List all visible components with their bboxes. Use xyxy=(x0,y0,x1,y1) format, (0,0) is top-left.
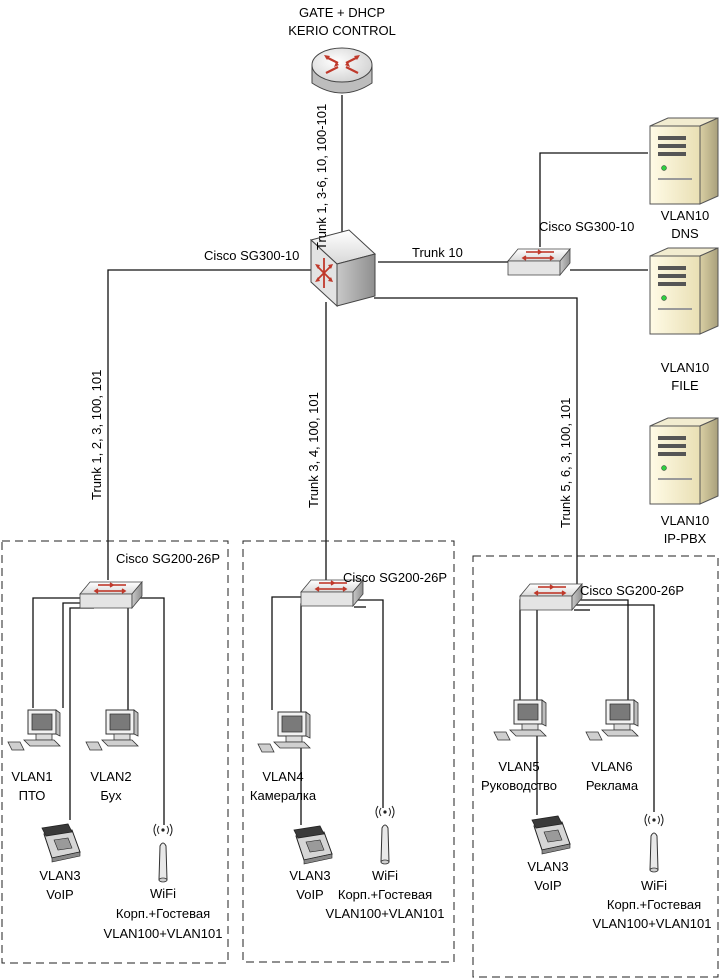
pc-vlan1-vlan: VLAN1 xyxy=(11,769,52,784)
wifi-left-l2: Корп.+Гостевая xyxy=(116,906,210,921)
group-box-right xyxy=(472,555,719,978)
pc-vlan4-vlan: VLAN4 xyxy=(262,769,303,784)
phone-icon-right[interactable] xyxy=(531,815,571,855)
wifi-middle-l2: Корп.+Гостевая xyxy=(338,887,432,902)
link-core-left xyxy=(107,269,312,580)
core-switch-label: Cisco SG300-10 xyxy=(204,248,299,263)
group-boxes xyxy=(1,540,719,978)
server-switch[interactable] xyxy=(507,248,571,276)
phone-middle-vlan: VLAN3 xyxy=(289,868,330,883)
group-box-left xyxy=(1,540,229,964)
wifi-middle-l3: VLAN100+VLAN101 xyxy=(326,906,445,921)
pc-icon-vlan5[interactable] xyxy=(493,699,547,741)
pc-vlan1-name: ПТО xyxy=(19,788,46,803)
pc-vlan2-vlan: VLAN2 xyxy=(90,769,131,784)
link-label-core-server: Trunk 10 xyxy=(412,245,463,260)
phone-icon-middle[interactable] xyxy=(293,825,333,865)
server-dns[interactable] xyxy=(649,117,719,205)
pc-icon-vlan4[interactable] xyxy=(257,711,311,753)
phone-left-name: VoIP xyxy=(46,887,73,902)
pc-icon-vlan6[interactable] xyxy=(585,699,639,741)
access-switch-left-label: Cisco SG200-26P xyxy=(116,551,220,566)
wifi-left-l1: WiFi xyxy=(150,886,176,901)
wifi-right-l1: WiFi xyxy=(641,878,667,893)
wifi-ap-icon-middle[interactable] xyxy=(375,805,395,865)
phone-icon-left[interactable] xyxy=(41,823,81,863)
phone-left-vlan: VLAN3 xyxy=(39,868,80,883)
link-label-core-middle: Trunk 3, 4, 100, 101 xyxy=(306,392,321,508)
phone-middle-name: VoIP xyxy=(296,887,323,902)
core-switch[interactable] xyxy=(309,229,377,308)
pc-vlan2-name: Бух xyxy=(100,788,122,803)
group-box-middle xyxy=(242,540,455,963)
pc-vlan6-vlan: VLAN6 xyxy=(591,759,632,774)
pc-icon-vlan1[interactable] xyxy=(7,709,61,751)
wifi-ap-icon-left[interactable] xyxy=(153,823,173,883)
pc-vlan5-vlan: VLAN5 xyxy=(498,759,539,774)
pc-vlan4-name: Камералка xyxy=(250,788,317,803)
pc-vlan5-name: Руководство xyxy=(481,778,557,793)
server-dns-vlan: VLAN10 xyxy=(661,208,709,223)
server-ip-pbx-name: IP-PBX xyxy=(664,531,707,546)
phone-right-name: VoIP xyxy=(534,878,561,893)
wifi-right-l2: Корп.+Гостевая xyxy=(607,897,701,912)
access-switch-left[interactable] xyxy=(79,581,143,609)
pc-icon-vlan2[interactable] xyxy=(85,709,139,751)
router-label-line2: KERIO CONTROL xyxy=(288,23,396,38)
server-switch-label: Cisco SG300-10 xyxy=(539,219,634,234)
link-label-core-right: Trunk 5, 6, 3, 100, 101 xyxy=(558,398,573,528)
server-file-name: FILE xyxy=(671,378,699,393)
pc-vlan6-name: Реклама xyxy=(586,778,639,793)
wifi-middle-l1: WiFi xyxy=(372,868,398,883)
link-core-right xyxy=(374,297,578,585)
server-dns-name: DNS xyxy=(671,226,699,241)
access-switch-right[interactable] xyxy=(519,583,583,611)
access-switch-middle-label: Cisco SG200-26P xyxy=(343,570,447,585)
wifi-left-l3: VLAN100+VLAN101 xyxy=(104,926,223,941)
router-label-line1: GATE + DHCP xyxy=(299,5,385,20)
server-file-vlan: VLAN10 xyxy=(661,360,709,375)
server-ip-pbx[interactable] xyxy=(649,417,719,505)
link-label-router-core: Trunk 1, 3-6, 10, 100-101 xyxy=(314,104,329,250)
link-label-core-left: Trunk 1, 2, 3, 100, 101 xyxy=(89,370,104,500)
router[interactable] xyxy=(311,47,373,94)
server-file[interactable] xyxy=(649,247,719,335)
wifi-right-l3: VLAN100+VLAN101 xyxy=(593,916,712,931)
access-switch-right-label: Cisco SG200-26P xyxy=(580,583,684,598)
server-ip-pbx-vlan: VLAN10 xyxy=(661,513,709,528)
phone-right-vlan: VLAN3 xyxy=(527,859,568,874)
wifi-ap-icon-right[interactable] xyxy=(644,813,664,873)
link-server-switch-dns xyxy=(539,152,648,247)
